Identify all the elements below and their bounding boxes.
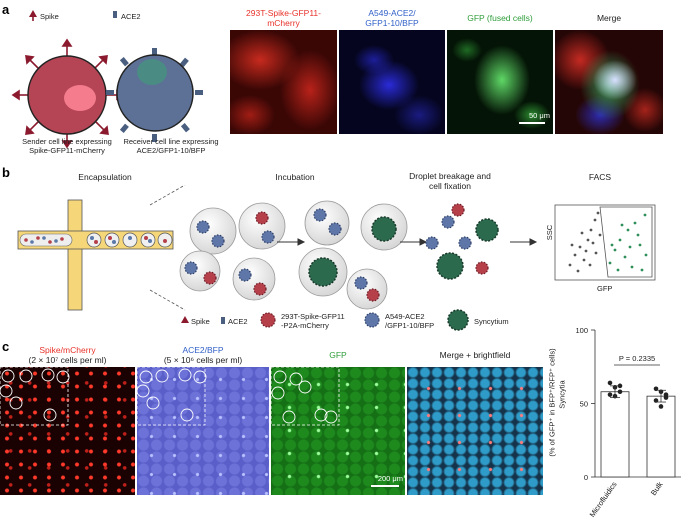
img-title-bfp: ACE2/BFP (182, 345, 224, 355)
data-point (617, 389, 623, 395)
facs-x-label: GFP (597, 284, 613, 293)
col-title-merge: Merge (596, 13, 622, 23)
legend-ace2-icon (221, 317, 225, 324)
legend-sender-icon (260, 312, 276, 328)
panel-b-letter: b (2, 165, 10, 180)
micrograph-bfp (339, 30, 445, 134)
ace2-legend-icon (113, 11, 117, 18)
panel-a-letter: a (2, 2, 10, 17)
scalebar-c-label: 200 μm (377, 474, 403, 483)
facs-y-label: SSC (545, 224, 555, 241)
p-value-label: P = 0.2335 (619, 354, 655, 363)
bar-microfluidics (600, 391, 630, 478)
data-point (658, 404, 664, 409)
chart-ylabel-1: Syncytia (557, 380, 567, 409)
ace2-label: ACE2 (121, 12, 141, 21)
chart-xlabels: Microfluidics Bulk (588, 480, 665, 519)
legend-spike-label: Spike (191, 317, 210, 326)
step-droplet-breakage: Droplet breakage and cell fixation (409, 171, 491, 191)
incubation-droplets (179, 200, 408, 310)
img-title-gfp: GFP (329, 350, 347, 360)
step-facs: FACS (588, 172, 612, 182)
panel-a-schematic (11, 10, 203, 149)
sender-caption: Sender cell line expressing Spike-GFP11-… (22, 137, 112, 155)
chart-ticks: 0 50 100 (575, 326, 595, 482)
legend-sender-label: 293T-Spike-GFP11 -P2A-mCherry (281, 312, 345, 330)
micrograph-gfp: 50 μm (447, 30, 553, 134)
data-point (663, 392, 669, 397)
micrograph-mcherry (230, 30, 337, 134)
x-label-microfluidics: Microfluidics (588, 480, 619, 519)
img-title-mcherry: Spike/mCherry (39, 345, 96, 355)
legend-ace2-label: ACE2 (228, 317, 248, 326)
receiver-caption: Receiver cell line expressing ACE2/GFP1-… (123, 137, 219, 155)
data-point (607, 392, 613, 397)
panel-c-letter: c (2, 339, 10, 354)
micrograph-merge (555, 30, 663, 134)
micrograph-droplets-merge (407, 367, 543, 495)
col-title-gfp: GFP (fused cells) (467, 13, 533, 23)
scalebar-c-line (371, 485, 399, 487)
legend-receiver-icon (364, 312, 380, 328)
micrograph-droplets-mcherry (0, 367, 135, 495)
syncytia-bar-chart: 0 50 100 P = 0.2335 Microfluidics Bulk (575, 326, 681, 519)
col-title-bfp: A549-ACE2/ GFP1-10/BFP (365, 8, 419, 28)
chart-errors (610, 385, 666, 403)
data-point (607, 380, 613, 386)
micrograph-droplets-bfp (137, 367, 269, 495)
microfluidic-channel (17, 199, 174, 311)
scalebar-line (519, 122, 545, 124)
legend-syncytium-icon (447, 309, 469, 331)
legend-syncytium-label: Syncytium (474, 317, 509, 326)
y-tick-label-100: 100 (575, 326, 588, 335)
chart-ylabel-2: (% of GFP⁺ in BFP⁺/RFP⁺ cells) (547, 348, 557, 457)
legend-receiver-label: A549-ACE2 /GFP1-10/BFP (385, 312, 435, 330)
img-title-merge-bf: Merge + brightfield (439, 350, 511, 360)
released-cells (425, 203, 499, 280)
spike-label: Spike (40, 12, 59, 21)
micrograph-droplets-gfp: 200 μm (271, 367, 405, 495)
legend-spike-icon (181, 316, 189, 323)
spike-legend-icon (29, 10, 37, 17)
bar-bulk (646, 395, 676, 478)
img-sub-bfp: (5 × 10⁶ cells per ml) (163, 355, 243, 365)
facs-plot (554, 204, 656, 281)
col-title-mcherry: 293T-Spike-GFP11- mCherry (246, 8, 321, 28)
receiver-cell (106, 48, 203, 142)
sender-cell (11, 38, 125, 149)
step-incubation: Incubation (275, 172, 315, 182)
step-encapsulation: Encapsulation (78, 172, 132, 182)
chart-bars (600, 391, 676, 478)
y-tick-label-50: 50 (580, 400, 588, 409)
x-label-bulk: Bulk (649, 480, 665, 497)
y-tick-label-0: 0 (584, 473, 588, 482)
img-sub-mcherry: (2 × 10⁷ cells per ml) (28, 355, 107, 365)
scalebar-label: 50 μm (529, 111, 550, 120)
panel-b-schematic (17, 185, 656, 331)
